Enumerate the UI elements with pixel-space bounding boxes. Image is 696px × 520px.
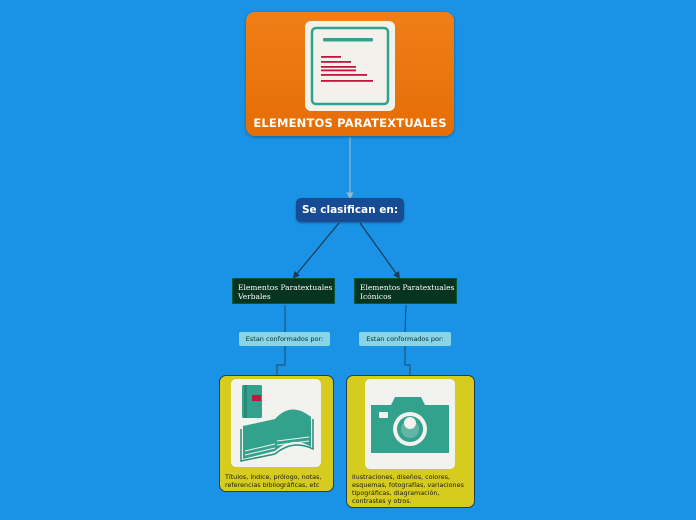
- category-verbales[interactable]: Elementos Paratextuales Verbales: [232, 278, 335, 304]
- books-icon: [231, 379, 321, 467]
- camera-icon: [365, 379, 455, 469]
- root-node[interactable]: ELEMENTOS PARATEXTUALES: [246, 12, 454, 136]
- classify-to-iconicos-line: [359, 222, 401, 279]
- iconicos-to-pill-line: [404, 304, 407, 333]
- card-iconicos[interactable]: Ilustraciones, diseños, colores, esquema…: [346, 375, 475, 508]
- root-title: ELEMENTOS PARATEXTUALES: [253, 116, 447, 130]
- card-verbales-description: Títulos, índice, prólogo, notas, referen…: [225, 473, 322, 489]
- classify-to-verbales-line: [292, 222, 340, 279]
- connector-pill-iconicos[interactable]: Estan conformados por:: [359, 332, 451, 346]
- connector-pill-verbales[interactable]: Estan conformados por:: [239, 332, 330, 346]
- document-icon: [305, 21, 395, 111]
- card-iconicos-description: Ilustraciones, diseños, colores, esquema…: [352, 473, 464, 505]
- pill-to-card-iconicos-line: [404, 346, 411, 375]
- category-iconicos[interactable]: Elementos Paratextuales Icónicos: [354, 278, 457, 304]
- card-verbales[interactable]: Títulos, índice, prólogo, notas, referen…: [219, 375, 334, 492]
- pill-to-card-verbales-line: [276, 346, 286, 375]
- classify-node[interactable]: Se clasifican en:: [296, 198, 404, 222]
